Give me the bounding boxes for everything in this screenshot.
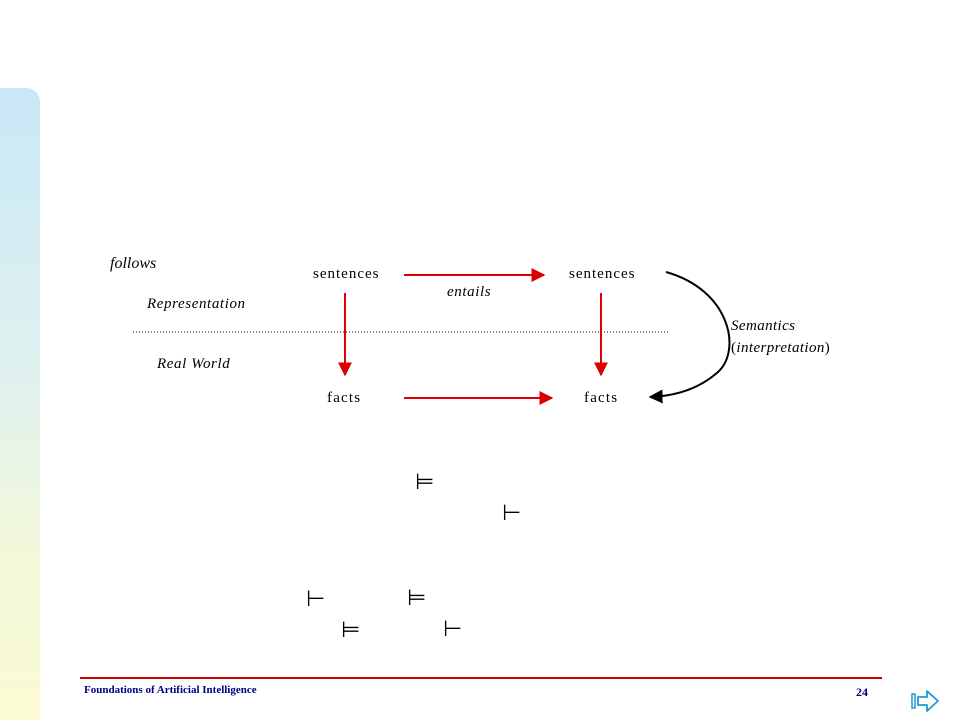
facts-left-label: facts: [327, 390, 362, 406]
entails-label: entails: [447, 284, 492, 300]
facts-right-label: facts: [584, 390, 619, 406]
footer-divider: [80, 677, 882, 679]
side-gradient-band: [0, 88, 40, 720]
models-symbol-3: ⊨: [341, 618, 361, 643]
proves-symbol-1: ⊢: [502, 501, 522, 526]
proves-symbol-3: ⊢: [443, 617, 463, 642]
interpretation-paren-open: (: [731, 340, 737, 356]
slide-page-number: 24: [856, 685, 868, 699]
interpretation-paren-close: ): [824, 340, 831, 356]
next-slide-arrow-icon[interactable]: [910, 688, 940, 714]
models-symbol-1: ⊨: [415, 470, 435, 495]
real-world-label: Real World: [157, 356, 231, 372]
interpretation-curve-arrow: [648, 271, 731, 404]
sentences-left-label: sentences: [313, 266, 380, 282]
sentences-right-label: sentences: [569, 266, 636, 282]
semantics-label: Semantics: [731, 318, 796, 334]
follows-label: follows: [110, 255, 157, 272]
representation-label: Representation: [147, 296, 246, 312]
proves-symbol-2: ⊢: [306, 587, 326, 612]
interpretation-word: interpretation: [736, 340, 825, 356]
interpretation-label: (interpretation): [731, 340, 830, 357]
footer-course-title: Foundations of Artificial Intelligence: [84, 684, 257, 696]
models-symbol-2: ⊨: [407, 586, 427, 611]
